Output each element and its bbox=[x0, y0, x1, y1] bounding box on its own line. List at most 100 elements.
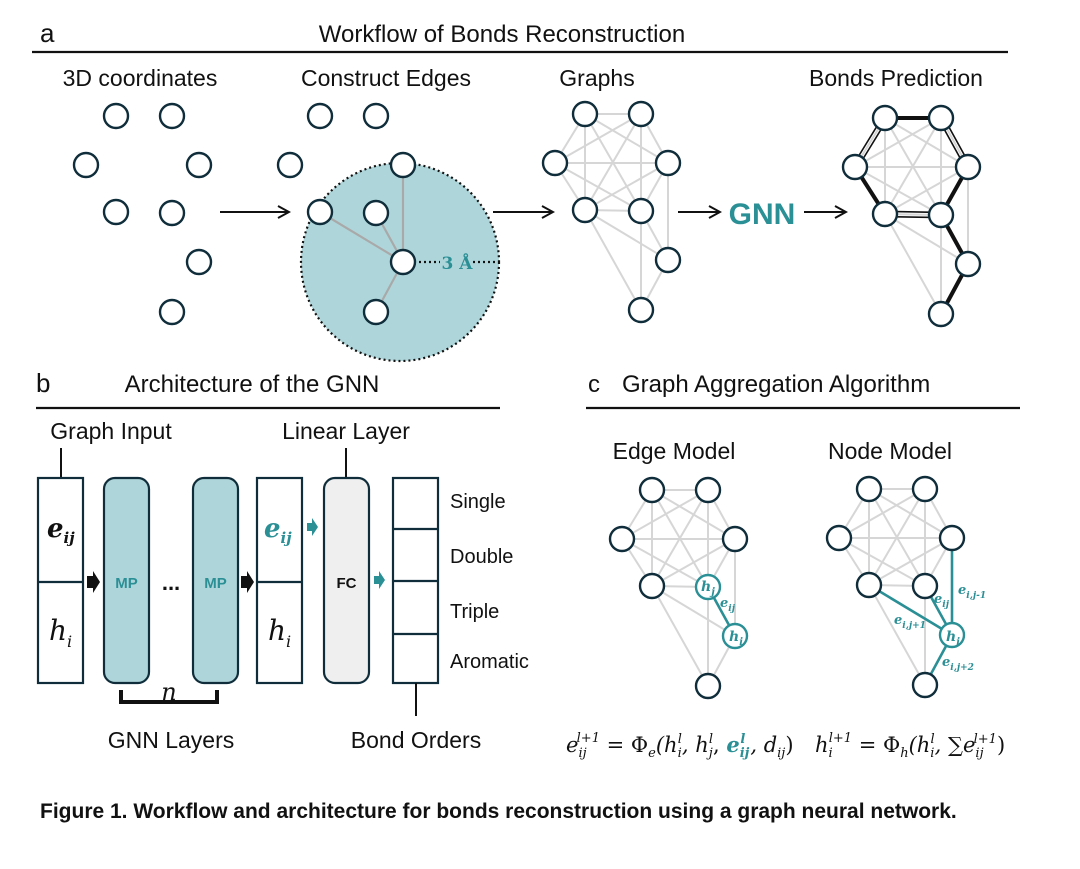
panel-c: c Graph Aggregation Algorithm Edge Model… bbox=[566, 371, 1020, 761]
layers-bracket bbox=[119, 690, 219, 704]
panel-b-letter: b bbox=[36, 368, 50, 398]
panel-a-nodes bbox=[72, 100, 982, 328]
atom-node bbox=[638, 476, 666, 504]
panel-b-title: Architecture of the GNN bbox=[125, 371, 380, 398]
atom-node bbox=[654, 149, 682, 177]
step-3d-coordinates: 3D coordinates bbox=[63, 65, 218, 91]
gnn-label: GNN bbox=[729, 198, 796, 231]
atom-node bbox=[694, 476, 722, 504]
atom-node bbox=[694, 672, 722, 700]
bond-type-aromatic: Aromatic bbox=[450, 651, 529, 673]
atom-node bbox=[158, 298, 186, 326]
e-ij-label: eij bbox=[934, 592, 950, 610]
graph-input-label: Graph Input bbox=[50, 418, 172, 444]
atom-node bbox=[638, 572, 666, 600]
node-feature-label: hi bbox=[49, 614, 72, 651]
atom-node bbox=[608, 525, 636, 553]
graph-edge bbox=[868, 537, 953, 586]
atom-node bbox=[721, 525, 749, 553]
atom-node bbox=[362, 298, 390, 326]
mp-layer-1 bbox=[102, 476, 151, 685]
atom-node bbox=[911, 572, 939, 600]
graph-edge bbox=[838, 537, 926, 587]
bond-orders-box bbox=[391, 476, 440, 685]
atom-node bbox=[185, 151, 213, 179]
mp-layer-n bbox=[191, 476, 240, 685]
hi-label: hi bbox=[729, 629, 743, 648]
atom-node bbox=[389, 248, 417, 276]
atom-node bbox=[938, 524, 966, 552]
bond-type-single: Single bbox=[450, 491, 506, 513]
panel-b: b Architecture of the GNN Graph Input Li… bbox=[36, 368, 529, 753]
atom-node bbox=[158, 199, 186, 227]
atom-node bbox=[185, 248, 213, 276]
graph-edge bbox=[838, 488, 926, 539]
panel-c-letter: c bbox=[588, 371, 600, 398]
highlighted-node bbox=[721, 622, 749, 650]
highlighted-edge bbox=[868, 583, 953, 637]
panel-c-nodes bbox=[608, 475, 966, 700]
atom-node bbox=[571, 100, 599, 128]
graph-edge bbox=[621, 538, 709, 588]
panel-c-title: Graph Aggregation Algorithm bbox=[622, 371, 930, 398]
bond-orders-label: Bond Orders bbox=[351, 727, 481, 753]
graph-edge bbox=[584, 162, 669, 211]
graph-edge bbox=[554, 113, 642, 164]
atom-node bbox=[911, 475, 939, 503]
highlighted-node bbox=[938, 621, 966, 649]
atom-node bbox=[927, 201, 955, 229]
atom-node bbox=[927, 300, 955, 328]
atom-node bbox=[571, 196, 599, 224]
atom-node bbox=[72, 151, 100, 179]
e-i-j-plus-2-label: ei,j+2 bbox=[942, 655, 974, 673]
atom-node bbox=[541, 149, 569, 177]
atom-node bbox=[102, 102, 130, 130]
neighbor-edge bbox=[319, 211, 404, 263]
panel-a-title: Workflow of Bonds Reconstruction bbox=[319, 21, 685, 48]
atom-node bbox=[954, 153, 982, 181]
graph-input-box: eij hi bbox=[36, 476, 85, 685]
atom-node bbox=[276, 151, 304, 179]
atom-node bbox=[855, 571, 883, 599]
e-i-j-minus-1-label: ei,j-1 bbox=[958, 583, 986, 601]
updated-node-feature-label: hi bbox=[268, 614, 291, 651]
atom-node bbox=[306, 102, 334, 130]
edge-feature-label: eij bbox=[47, 514, 75, 547]
panel-a-letter: a bbox=[40, 18, 55, 48]
updated-features-box: eij hi bbox=[255, 476, 304, 685]
atom-node bbox=[825, 524, 853, 552]
panel-c-highlight-edges bbox=[706, 538, 954, 686]
graph-edge bbox=[621, 489, 709, 540]
atom-node bbox=[871, 200, 899, 228]
ellipsis: ... bbox=[162, 570, 180, 595]
atom-node bbox=[627, 197, 655, 225]
fc-label: FC bbox=[337, 575, 357, 592]
figure-canvas: a Workflow of Bonds Reconstruction 3D co… bbox=[32, 18, 1020, 761]
edge-update-equation: eijl+1 = Φe(hil, hjl, eijl, dij) bbox=[566, 731, 794, 761]
step-graphs: Graphs bbox=[559, 65, 634, 91]
panel-a: a Workflow of Bonds Reconstruction 3D co… bbox=[32, 18, 1008, 363]
fc-layer bbox=[322, 476, 371, 685]
graph-edge bbox=[854, 166, 942, 216]
atom-node bbox=[627, 100, 655, 128]
highlighted-node bbox=[694, 573, 722, 601]
eij-label: eij bbox=[720, 596, 736, 614]
atom-node bbox=[871, 104, 899, 132]
cutoff-label: 3 Å bbox=[442, 252, 474, 274]
edge-model-label: Edge Model bbox=[613, 438, 736, 464]
arrow-icon bbox=[87, 571, 100, 593]
arrow-icon bbox=[241, 571, 254, 593]
teal-arrow-icon bbox=[374, 571, 385, 589]
graph-edge bbox=[554, 162, 642, 212]
teal-arrow-icon bbox=[307, 518, 318, 536]
e-i-j-plus-1-label: ei,j+1 bbox=[894, 613, 926, 631]
graph-edge bbox=[884, 166, 969, 215]
step-construct-edges: Construct Edges bbox=[301, 65, 471, 91]
gnn-layers-label: GNN Layers bbox=[108, 727, 235, 753]
atom-node bbox=[855, 475, 883, 503]
updated-edge-feature-label: eij bbox=[264, 514, 292, 547]
atom-node bbox=[306, 198, 334, 226]
atom-node bbox=[841, 153, 869, 181]
node-hi-label: hi bbox=[946, 629, 960, 648]
atom-node bbox=[389, 151, 417, 179]
